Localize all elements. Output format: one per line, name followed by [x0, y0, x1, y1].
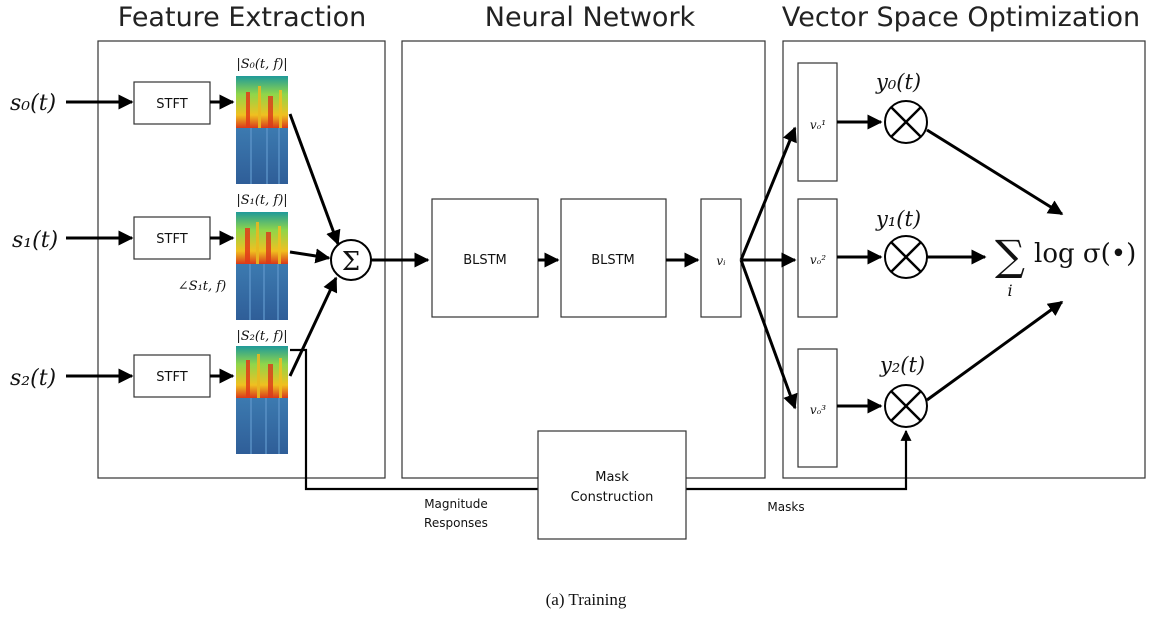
input-s2-label: s₂(t): [10, 366, 56, 391]
stft-label-2: STFT: [156, 370, 187, 385]
blstm-box-1: [431, 198, 539, 318]
objective-sum-symbol: ∑: [995, 231, 1025, 280]
vo3-box: [797, 348, 838, 468]
neural-network-title: Neural Network: [485, 2, 696, 33]
arrow-spectro0-to-sum: [288, 113, 341, 246]
mask-construction-line1: Mask: [595, 470, 629, 485]
magnitude-responses-label-line2: Responses: [424, 516, 488, 530]
input-s1-label: s₁(t): [12, 228, 58, 253]
spectrogram-1-phase-label: ∠S₁t, f): [178, 279, 226, 294]
input-s0-label: s₀(t): [10, 91, 56, 116]
mask-construction-box: [537, 430, 687, 540]
magnitude-responses-line: [290, 348, 538, 491]
output-y1-label: y₁(t): [875, 207, 921, 231]
spectrogram-0: [236, 76, 288, 184]
vo1-label: vₒ¹: [810, 118, 826, 132]
arrow-mult0-to-objective: [926, 128, 1064, 216]
vo3-label: vₒ³: [810, 403, 826, 417]
sum-symbol: Σ: [342, 247, 360, 277]
arrow-spectro1-to-sum: [289, 248, 331, 264]
multiply-node-0: [884, 100, 928, 144]
arrow-vi-to-vo3: [739, 259, 798, 410]
magnitude-responses-label-line1: Magnitude: [424, 497, 488, 511]
vo2-label: vₒ²: [810, 253, 826, 267]
stft-label-1: STFT: [156, 232, 187, 247]
stft-box-0: [133, 81, 211, 125]
feature-extraction-title: Feature Extraction: [118, 2, 366, 33]
stft-box-2: [133, 354, 211, 398]
stft-label-0: STFT: [156, 97, 187, 112]
spectrogram-1: [236, 212, 288, 320]
masks-label: Masks: [767, 500, 804, 514]
spectrogram-2: [236, 346, 288, 454]
vi-label: vᵢ: [716, 254, 726, 268]
masks-line: [686, 429, 912, 491]
blstm-box-2: [560, 198, 667, 318]
vi-box: [700, 198, 742, 318]
output-y2-label: y₂(t): [879, 353, 925, 377]
blstm-label-2: BLSTM: [591, 253, 635, 268]
blstm-label-1: BLSTM: [463, 253, 507, 268]
vo2-box: [797, 198, 838, 318]
arrow-mult2-to-objective: [926, 300, 1064, 402]
objective-expression: log σ(•): [1034, 239, 1136, 269]
output-y0-label: y₀(t): [875, 70, 921, 94]
mask-construction-line2: Construction: [571, 490, 654, 505]
vector-space-title: Vector Space Optimization: [782, 2, 1140, 33]
stft-box-1: [133, 216, 211, 260]
arrow-spectro2-to-sum: [288, 276, 338, 377]
multiply-node-2: [884, 384, 928, 428]
multiply-node-1: [884, 235, 928, 279]
figure-caption: (a) Training: [546, 590, 627, 609]
objective-index: i: [1007, 281, 1012, 300]
spectrogram-0-label: |S₀(t, f)|: [236, 57, 287, 72]
spectrogram-2-label: |S₂(t, f)|: [236, 329, 287, 344]
vo1-box: [797, 62, 838, 182]
arrow-vi-to-vo1: [739, 126, 797, 261]
spectrogram-1-label: |S₁(t, f)|: [236, 193, 287, 208]
